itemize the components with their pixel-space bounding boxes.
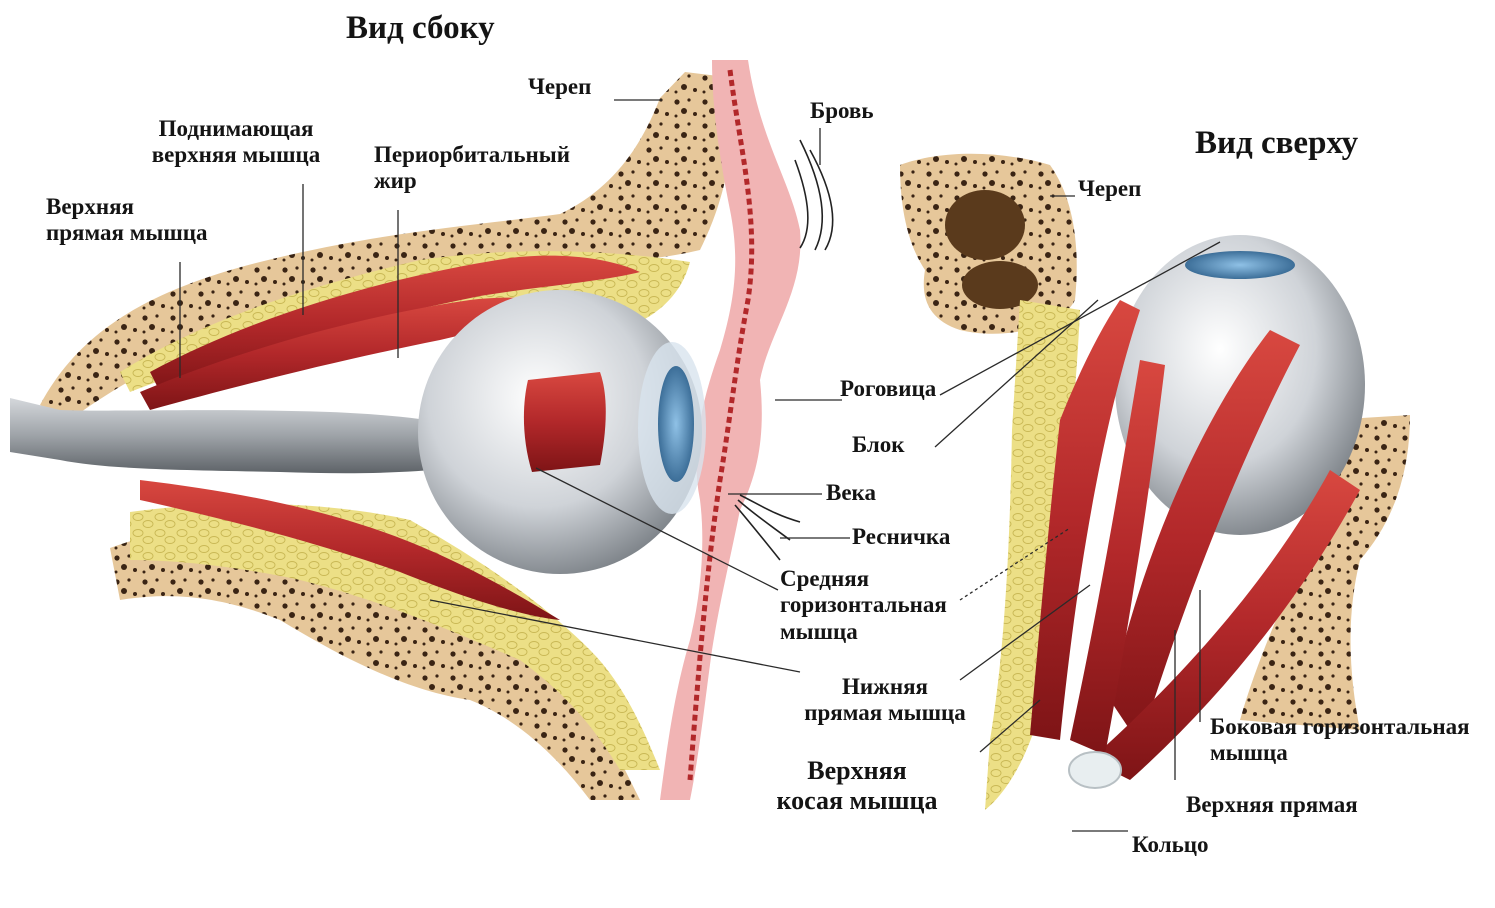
label-lateral-rectus: Боковая горизонтальная мышца (1210, 714, 1470, 767)
label-inferior-rectus: Нижняя прямая мышца (795, 674, 975, 727)
label-ring: Кольцо (1132, 832, 1209, 858)
label-oblique-line2: косая мышца (762, 786, 952, 816)
label-levator: Поднимающая верхняя мышца (132, 116, 340, 169)
label-eyelash: Ресничка (852, 524, 950, 550)
label-superior-rectus-line2: прямая мышца (46, 220, 207, 246)
label-medial-line2: горизонтальная (780, 592, 947, 618)
label-periorbital-fat: Периорбитальный жир (374, 142, 570, 195)
label-inferior-line1: Нижняя (795, 674, 975, 700)
label-fat-line1: Периорбитальный (374, 142, 570, 168)
label-levator-line1: Поднимающая (132, 116, 340, 142)
label-superior-rectus-line1: Верхняя (46, 194, 207, 220)
top-view-illustration (900, 154, 1410, 810)
label-medial-line1: Средняя (780, 566, 947, 592)
label-fat-line2: жир (374, 168, 570, 194)
top-view-title: Вид сверху (1195, 125, 1358, 163)
label-superior-rectus-side: Верхняя прямая мышца (46, 194, 207, 247)
label-eyebrow: Бровь (810, 98, 874, 124)
top-iris (1185, 251, 1295, 279)
side-view-title: Вид сбоку (346, 10, 495, 48)
label-trochlea: Блок (852, 432, 905, 458)
label-lateral-line2: мышца (1210, 740, 1470, 766)
label-medial-line3: мышца (780, 619, 947, 645)
tendinous-ring (1069, 752, 1121, 788)
label-lateral-line1: Боковая горизонтальная (1210, 714, 1470, 740)
label-levator-line2: верхняя мышца (132, 142, 340, 168)
label-superior-oblique: Верхняя косая мышца (762, 756, 952, 816)
label-skull-side: Череп (528, 74, 591, 100)
label-skull-top: Череп (1078, 176, 1141, 202)
label-oblique-line1: Верхняя (762, 756, 952, 786)
label-eyelids: Века (826, 480, 876, 506)
label-superior-rectus-top: Верхняя прямая (1186, 792, 1358, 818)
label-inferior-line2: прямая мышца (795, 700, 975, 726)
label-cornea: Роговица (840, 376, 936, 402)
medial-rectus-muscle (524, 372, 606, 472)
iris (658, 366, 694, 482)
label-medial-muscle: Средняя горизонтальная мышца (780, 566, 947, 645)
